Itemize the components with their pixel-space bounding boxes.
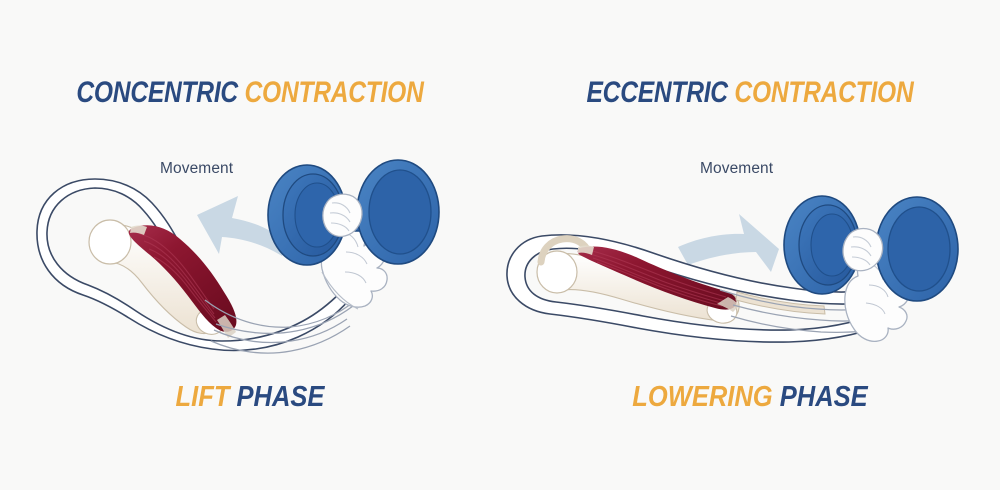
humerus-bone	[536, 235, 740, 324]
phase-word-1: LOWERING	[632, 381, 773, 413]
movement-label-left: Movement	[160, 160, 234, 177]
heading-word-2: CONTRACTION	[244, 76, 424, 109]
movement-arrow-left-icon	[197, 196, 288, 256]
dumbbell-icon	[783, 195, 959, 302]
humerus-bone	[88, 219, 225, 335]
heading-concentric: CONCENTRIC CONTRACTION	[45, 78, 455, 108]
biceps-muscle	[128, 225, 237, 338]
illustration-eccentric	[506, 195, 959, 343]
phase-word-2: PHASE	[779, 381, 868, 413]
arm-body-outline	[36, 178, 350, 352]
forearm-bones	[210, 305, 354, 354]
phase-word-1: LIFT	[175, 381, 230, 413]
hand	[844, 252, 910, 343]
hand	[320, 215, 388, 310]
heading-word-1: ECCENTRIC	[586, 76, 729, 109]
phase-label-concentric: LIFT PHASE	[30, 383, 470, 412]
phase-word-2: PHASE	[236, 381, 325, 413]
illustration-concentric	[36, 159, 440, 354]
phase-label-eccentric: LOWERING PHASE	[530, 383, 970, 412]
panel-eccentric: ECCENTRIC CONTRACTION Movement	[500, 0, 1000, 490]
biceps-muscle	[577, 245, 739, 312]
heading-eccentric: ECCENTRIC CONTRACTION	[545, 78, 955, 108]
panel-concentric: CONCENTRIC CONTRACTION Movement	[30, 78, 470, 412]
forearm-contour	[719, 289, 883, 311]
forearm-bones	[730, 291, 883, 334]
dumbbell-icon	[267, 159, 440, 266]
movement-label-right: Movement	[700, 160, 774, 177]
movement-arrow-right-icon	[678, 214, 779, 272]
forearm-contour	[204, 299, 357, 328]
heading-word-1: CONCENTRIC	[76, 76, 238, 109]
heading-word-2: CONTRACTION	[734, 76, 914, 109]
arm-body-outline	[506, 234, 885, 343]
